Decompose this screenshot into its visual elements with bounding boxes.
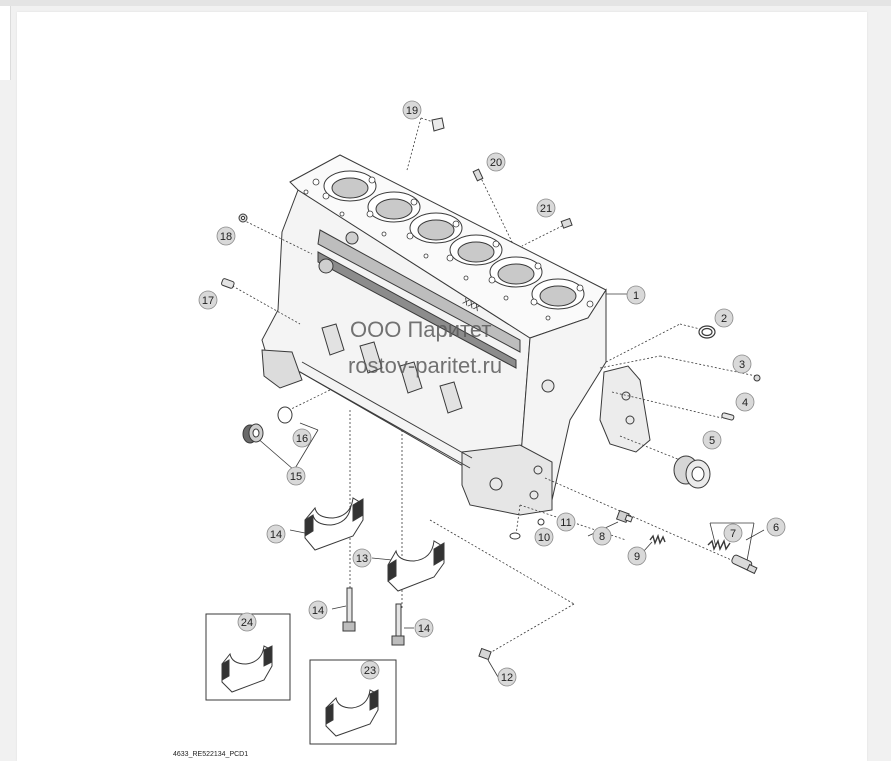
part-15-bearing-cap (304, 497, 364, 551)
callout-14a (308, 600, 328, 620)
svg-text:23: 23 (364, 665, 376, 677)
part-21-dowel (472, 168, 484, 182)
callout-4 (735, 392, 755, 412)
svg-text:15: 15 (290, 471, 302, 483)
callout-labels: 19 20 21 18 17 1 2 3 4 5 16 15 14 13 11 … (202, 105, 779, 684)
part-8-fitting (615, 509, 634, 524)
callout-15 (266, 524, 286, 544)
part-22-plug (560, 217, 573, 229)
svg-text:18: 18 (220, 231, 232, 243)
part-5-bushing (673, 455, 711, 489)
cylinder-block: XXX (261, 154, 651, 516)
callout-1 (626, 285, 646, 305)
callout-9 (627, 546, 647, 566)
part-10-ring (509, 532, 521, 540)
callout-2 (714, 308, 734, 328)
svg-text:19: 19 (406, 105, 418, 117)
part-14-bolt-a (342, 587, 356, 632)
callout-3 (732, 354, 752, 374)
callout-10 (534, 527, 554, 547)
part-12-plug (478, 647, 492, 661)
callout-5 (702, 430, 722, 450)
part-14-bolt-b (391, 603, 405, 646)
part-9-spring (649, 533, 666, 546)
svg-text:7: 7 (730, 528, 736, 540)
callout-13 (352, 548, 372, 568)
svg-text:11: 11 (560, 517, 571, 529)
callout-12 (497, 667, 517, 687)
callout-14b (414, 618, 434, 638)
callout-20 (402, 100, 422, 120)
deck-holes (303, 176, 594, 321)
part-11-ring (537, 518, 545, 526)
solid-leaders (255, 293, 765, 678)
part-2-ring (698, 325, 716, 339)
part-6-valve (731, 554, 758, 575)
part-13-bearing-cap (387, 540, 445, 592)
part-3-plug (753, 374, 761, 382)
svg-text:10: 10 (538, 532, 550, 544)
svg-text:14: 14 (418, 623, 430, 635)
left-panel-edge (0, 6, 11, 80)
svg-text:1: 1 (633, 290, 639, 302)
kit-23-box (309, 659, 397, 745)
callout-18 (198, 290, 218, 310)
watermark-company: ООО Паритет (350, 317, 491, 342)
svg-text:3: 3 (739, 359, 745, 371)
svg-text:20: 20 (490, 157, 502, 169)
part-7-spring (707, 538, 731, 552)
callout-11 (556, 512, 576, 532)
svg-text:14: 14 (312, 605, 324, 617)
part-19-plug (238, 213, 248, 223)
callout-6 (766, 517, 786, 537)
callout-21 (486, 152, 506, 172)
part-16-plug (242, 423, 264, 444)
figure-code: 4633_RE522134_PCD1 (173, 751, 248, 758)
svg-text:8: 8 (599, 531, 605, 543)
callout-22 (536, 198, 556, 218)
svg-text:12: 12 (501, 672, 513, 684)
cylinder-bores (323, 170, 585, 310)
svg-text:16: 16 (296, 433, 308, 445)
top-bar (0, 0, 891, 6)
svg-text:24: 24 (241, 617, 253, 629)
part-18-dowel (221, 278, 235, 289)
callout-19 (216, 226, 236, 246)
svg-text:13: 13 (356, 553, 368, 565)
svg-text:9: 9 (634, 551, 640, 563)
svg-text:14: 14 (270, 529, 282, 541)
svg-text:5: 5 (709, 435, 715, 447)
svg-text:2: 2 (721, 313, 727, 325)
callout-8 (592, 526, 612, 546)
watermark-url: rostov-paritet.ru (348, 353, 502, 378)
callouts (198, 100, 786, 687)
svg-text:17: 17 (202, 295, 214, 307)
part-17-seal (277, 406, 293, 424)
part-20-plug (431, 117, 445, 132)
callout-23 (360, 660, 380, 680)
svg-text:21: 21 (540, 203, 552, 215)
svg-text:4: 4 (742, 397, 748, 409)
svg-text:6: 6 (773, 522, 779, 534)
callout-24 (237, 612, 257, 632)
callout-17 (292, 428, 312, 448)
part-4-pin (721, 412, 735, 421)
callout-16 (286, 466, 306, 486)
callout-7 (723, 523, 743, 543)
